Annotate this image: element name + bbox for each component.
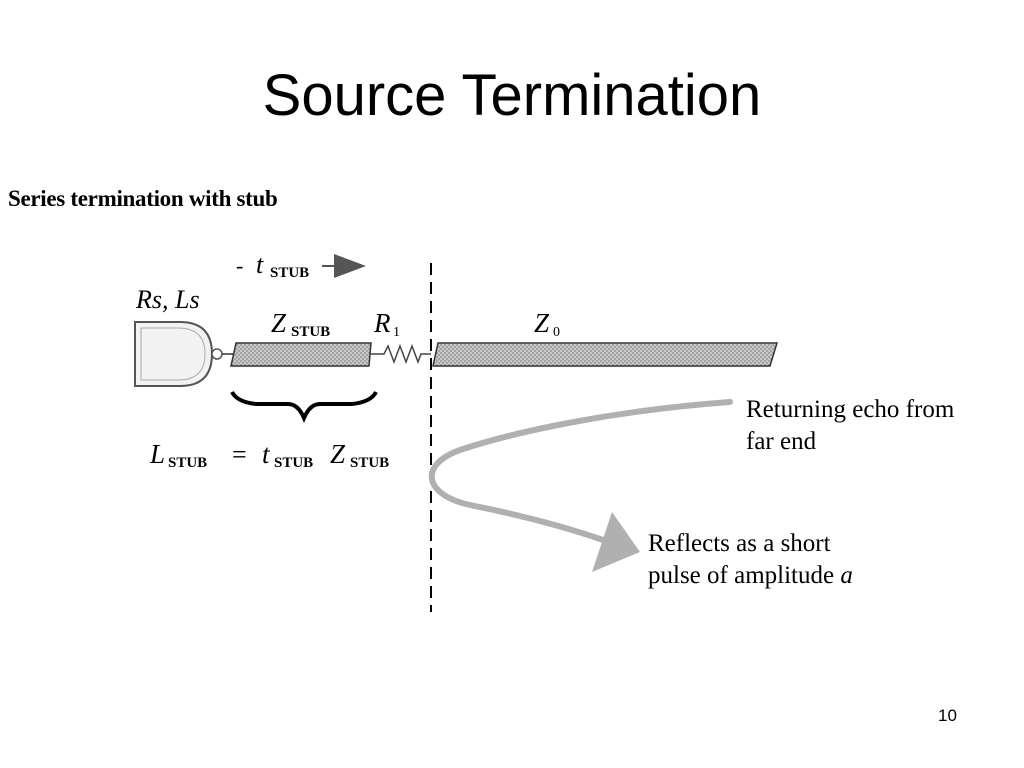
delay-symbol: t: [256, 250, 264, 279]
driver-output-icon: [211, 348, 223, 360]
svg-text:1: 1: [393, 325, 400, 340]
svg-text:STUB: STUB: [291, 324, 330, 340]
delay-prefix: -: [236, 253, 243, 278]
echo-caption-line2: far end: [746, 428, 817, 455]
amplitude-variable: a: [840, 562, 853, 589]
svg-text:R: R: [373, 308, 391, 338]
echo-caption-line1: Returning echo from: [746, 396, 955, 423]
svg-text:Z: Z: [330, 439, 346, 469]
reflect-caption: Reflects as a short pulse of amplitude a: [648, 528, 853, 592]
source-label: Rs, Ls: [135, 285, 200, 314]
slide-number: 10: [938, 706, 957, 725]
svg-text:=: =: [232, 440, 247, 469]
delay-subscript: STUB: [270, 265, 309, 281]
svg-text:0: 0: [553, 325, 560, 340]
reflect-caption-line2: pulse of amplitude a: [648, 560, 853, 592]
line-impedance-label: Z 0: [534, 308, 560, 340]
resistor-icon: [371, 343, 431, 365]
stub-delay-label: - t STUB: [236, 250, 366, 281]
echo-curve: [428, 399, 733, 543]
svg-text:STUB: STUB: [350, 455, 389, 471]
svg-text:STUB: STUB: [274, 455, 313, 471]
svg-text:Z: Z: [271, 308, 287, 338]
delay-arrow-icon: [334, 254, 366, 278]
svg-text:L: L: [149, 439, 165, 469]
stub-inductance-equation: L STUB = t STUB Z STUB: [149, 439, 389, 471]
echo-caption: Returning echo from far end: [746, 394, 954, 458]
echo-arrowhead-icon: [592, 512, 640, 572]
svg-text:Z: Z: [534, 308, 550, 338]
svg-text:STUB: STUB: [168, 455, 207, 471]
reflect-caption-line2-text: pulse of amplitude: [648, 562, 841, 589]
stub-brace-icon: [230, 390, 378, 424]
stub-label: Z STUB: [271, 308, 330, 340]
source-driver: [134, 321, 234, 387]
reflect-caption-line1: Reflects as a short: [648, 530, 831, 557]
slide-title: Source Termination: [262, 63, 762, 128]
stub-line: [230, 342, 372, 367]
resistor-label: R 1: [373, 308, 400, 340]
diagram-heading: Series termination with stub: [8, 186, 278, 211]
svg-text:t: t: [262, 439, 271, 469]
main-line: [432, 342, 779, 367]
